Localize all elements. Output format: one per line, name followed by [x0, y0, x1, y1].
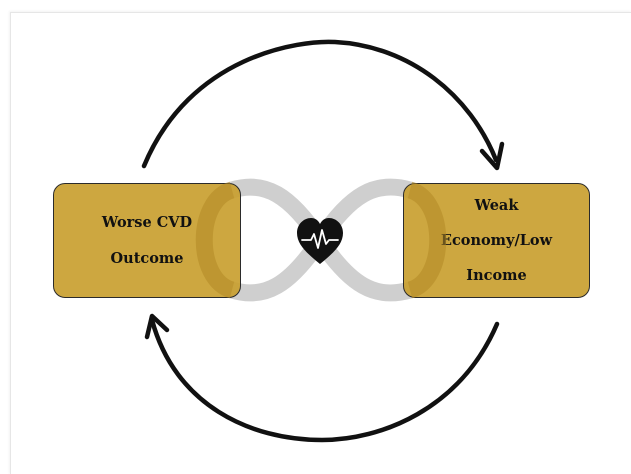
worse-cvd-outcome-box: Worse CVD Outcome — [53, 183, 241, 298]
bottom-cycle-arrow — [149, 317, 500, 443]
right-box-line-3: Income — [466, 267, 527, 284]
left-box-line-2: Outcome — [110, 249, 184, 267]
left-box-line-1: Worse CVD — [101, 213, 193, 231]
right-box-line-2: Economy/Low — [440, 232, 553, 249]
right-box-line-1: Weak — [474, 197, 519, 214]
top-arrowhead-icon — [479, 141, 505, 171]
top-cycle-arrow — [141, 39, 499, 169]
bottom-arrowhead-icon — [144, 313, 170, 340]
figure-frame — [10, 12, 631, 474]
weak-economy-low-income-box: Weak Economy/Low Income — [403, 183, 590, 298]
